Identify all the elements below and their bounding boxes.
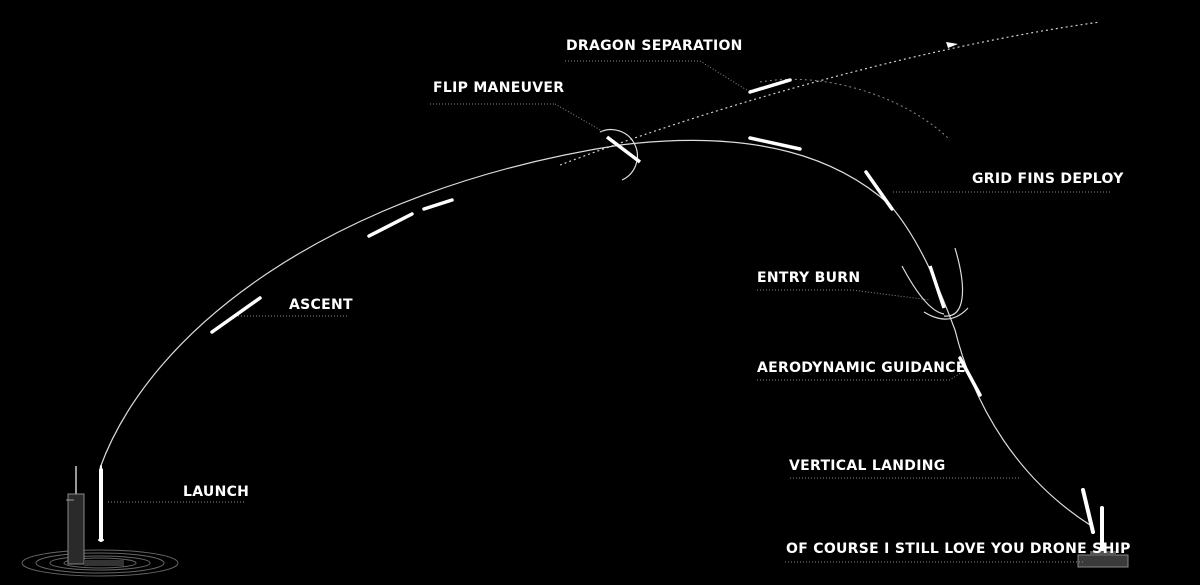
second-stage-arc	[759, 78, 951, 141]
entry-burn-marker	[901, 247, 969, 320]
stage-ascent	[210, 136, 982, 397]
rocket-icon	[98, 465, 104, 542]
flip-maneuver-marker	[599, 129, 642, 181]
dragon-capsule-icon	[748, 42, 958, 94]
label-ascent: ASCENT	[289, 297, 353, 313]
label-grid-fins-deploy: GRID FINS DEPLOY	[972, 171, 1124, 187]
landing-rockets	[1081, 488, 1104, 558]
label-dragon-separation: DRAGON SEPARATION	[566, 38, 743, 54]
label-drone-ship: OF COURSE I STILL LOVE YOU DRONE SHIP	[786, 541, 1131, 557]
drone-ship-icon	[1077, 551, 1129, 568]
launch-pad-ripples	[21, 549, 179, 577]
leader-lines	[108, 60, 1110, 563]
launch-tower-icon	[66, 466, 124, 566]
label-entry-burn: ENTRY BURN	[757, 270, 861, 286]
dragon-trajectory	[559, 21, 1101, 166]
label-launch: LAUNCH	[183, 484, 250, 500]
label-flip-maneuver: FLIP MANEUVER	[433, 80, 565, 96]
label-vertical-landing: VERTICAL LANDING	[789, 458, 946, 474]
label-aerodynamic-guidance: AERODYNAMIC GUIDANCE	[757, 360, 966, 376]
